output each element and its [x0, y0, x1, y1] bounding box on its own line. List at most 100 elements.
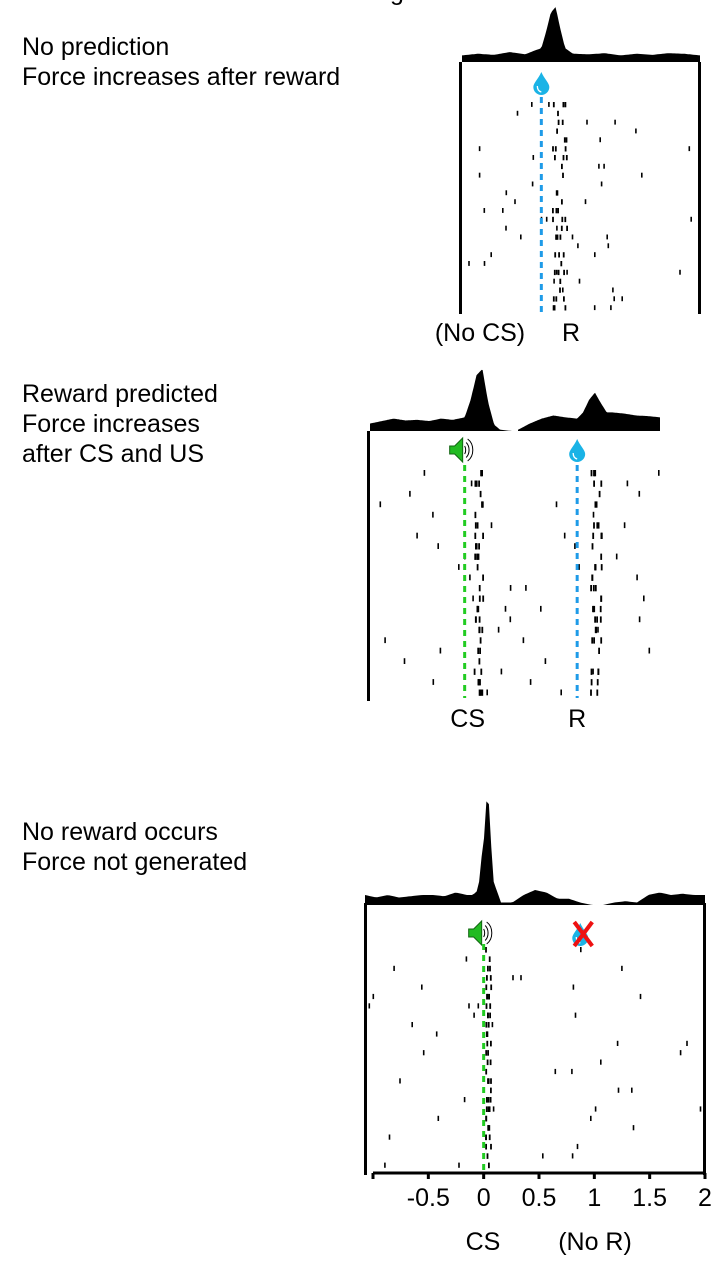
speaker-wave	[483, 928, 486, 938]
panel2-label-cs: CS	[450, 705, 485, 733]
panel2-spike	[594, 585, 597, 592]
panel2-spike	[500, 668, 503, 675]
panel1-spike	[552, 296, 555, 302]
speaker-wave	[464, 445, 467, 455]
panel2-spike	[476, 553, 478, 560]
panel3-spike	[487, 1106, 490, 1112]
panel1-spike	[557, 208, 559, 214]
panel3-spike	[489, 1012, 491, 1019]
panel2-spike	[596, 522, 599, 529]
panel2-spike	[479, 647, 481, 654]
panel1-spike	[563, 296, 565, 302]
panel1-caption: No prediction Force increases after rewa…	[22, 32, 340, 92]
panel3-spike	[617, 1087, 620, 1093]
panel2-spike	[626, 480, 629, 487]
panel3-spike	[485, 1022, 488, 1028]
panel3-left-border	[364, 903, 367, 1175]
panel3-spike	[486, 993, 488, 1000]
panel2-spike	[478, 658, 481, 665]
panel3-spike	[554, 1068, 557, 1075]
panel2-spike	[472, 595, 474, 602]
panel1-chart: (No CS)R	[435, 7, 701, 347]
panel2-spike	[504, 605, 507, 612]
panel3-spike	[487, 1012, 489, 1019]
panel2-caption: Reward predicted Force increases after C…	[22, 379, 218, 469]
speaker-wave	[467, 438, 474, 462]
panel2-spike	[379, 501, 382, 508]
panel3-spike	[621, 965, 623, 971]
panel1-left-border	[459, 62, 462, 314]
panel1-spike	[554, 252, 557, 258]
panel3-spike	[487, 1125, 490, 1131]
panel3-spike	[542, 1153, 544, 1159]
panel1-spike	[478, 146, 481, 152]
panel2-spike	[597, 626, 599, 633]
panel2-spike	[479, 689, 482, 696]
panel1-spike	[562, 172, 564, 178]
panel2-spike	[590, 470, 593, 477]
panel2-histogram-cs	[370, 369, 512, 431]
panel3-spike	[485, 1003, 488, 1009]
panel3-spike	[571, 1153, 574, 1159]
panel1-spike	[635, 128, 637, 134]
panel3-spike	[492, 1106, 495, 1112]
panel2-spike	[594, 564, 597, 571]
panel3-spike	[477, 1003, 480, 1009]
panel2-spike	[509, 616, 512, 623]
panel2-spike	[599, 605, 602, 613]
panel3-spike	[639, 993, 642, 1000]
panel2-spike	[600, 595, 603, 602]
panel1-spike	[561, 199, 563, 205]
panel1-spike	[556, 128, 558, 134]
x-tick-label: 0.5	[522, 1184, 557, 1212]
panel2-caption-line1: Reward predicted	[22, 380, 218, 408]
panel1-label-r: R	[562, 319, 580, 347]
panel2-spike	[594, 616, 596, 623]
panel2-spike	[470, 480, 473, 487]
panel1-spike	[603, 163, 605, 169]
panel3-spike	[679, 1050, 682, 1056]
panel2-spike	[478, 480, 480, 487]
panel2-spike	[591, 543, 594, 550]
panel1-spike	[490, 252, 492, 258]
panel2-left-border	[367, 431, 370, 701]
panel3-spike	[487, 1078, 489, 1084]
panel2-spike	[596, 679, 599, 686]
panel2-spike	[615, 553, 618, 560]
panel2-spike	[597, 668, 600, 675]
panel2-spike	[598, 647, 600, 654]
panel2-spike	[638, 490, 641, 497]
panel1-spike	[565, 155, 568, 161]
speaker-wave	[465, 442, 470, 458]
panel2-spike	[555, 501, 558, 508]
panel2-spike	[658, 470, 660, 476]
figure-title-fragment: g	[390, 0, 404, 7]
cancel-x-icon	[572, 920, 594, 948]
panel1-right-border	[698, 62, 701, 314]
panel3-spike	[490, 1087, 492, 1094]
panel2-spike	[591, 574, 594, 581]
panel3-spike	[632, 1125, 635, 1131]
panel1-spike	[552, 305, 555, 311]
panel3-spike	[572, 984, 575, 990]
panel2-spike	[476, 522, 479, 529]
panel2-spike	[481, 501, 484, 508]
panel1-spike	[514, 199, 516, 205]
panel2-spike	[432, 511, 434, 518]
panel3-spike	[490, 1078, 492, 1084]
panel1-spike	[563, 269, 565, 276]
panel2-spike	[479, 490, 482, 498]
panel3-spike	[485, 1068, 488, 1075]
panel2-spike	[594, 470, 597, 477]
panel1-spike	[554, 155, 556, 161]
panel2-spike	[475, 480, 478, 487]
panel1-spike	[561, 216, 564, 223]
panel2-spike	[560, 689, 562, 696]
panel2-spike	[481, 470, 483, 477]
panel3-spike	[388, 1134, 391, 1140]
panel2-spike	[597, 522, 600, 529]
panel1-spike	[688, 146, 691, 152]
panel3-caption-line2: Force not generated	[22, 848, 248, 876]
panel2-spike	[409, 490, 411, 497]
